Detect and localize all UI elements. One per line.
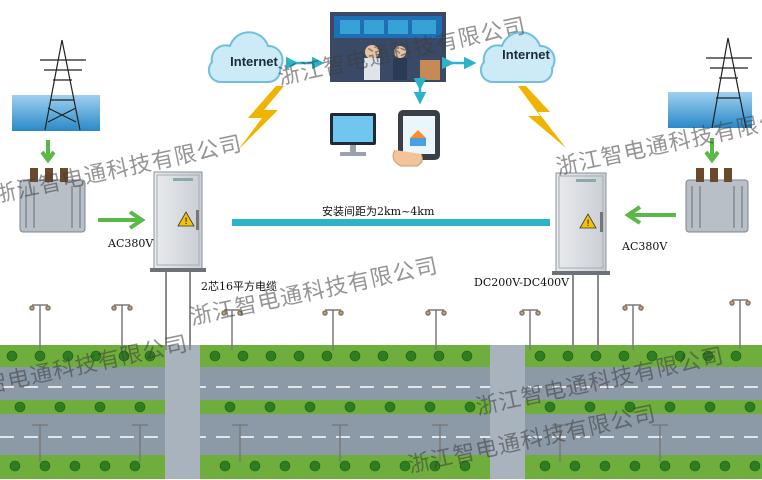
svg-text:!: ! <box>586 219 590 229</box>
left-power-tower-icon <box>12 39 100 131</box>
right-down-arrow-icon <box>704 138 720 164</box>
cable-lines <box>165 268 599 350</box>
road-area <box>0 345 762 479</box>
left-power-cabinet: ! <box>150 171 206 272</box>
right-transformer-icon <box>685 168 749 233</box>
cloud-right-label: Internet <box>502 47 550 62</box>
cloud-left: Internet <box>207 31 284 84</box>
control-room-photo <box>330 12 446 82</box>
svg-text:!: ! <box>184 217 188 227</box>
left-ac-arrow-icon <box>98 210 146 230</box>
dc-range-label: DC200V-DC400V <box>474 276 570 289</box>
street-lamps <box>29 299 751 462</box>
right-power-tower-icon <box>668 37 752 129</box>
ac-left-label: AC380V <box>108 237 154 250</box>
monitor-icon <box>330 113 376 156</box>
left-down-arrow-icon <box>40 140 56 164</box>
right-ac-arrow-icon <box>624 205 676 225</box>
distance-connection-bar <box>232 219 550 226</box>
distance-label: 安装间距为2km~4km <box>322 205 435 218</box>
right-power-cabinet: ! <box>552 172 610 275</box>
left-transformer-icon <box>19 168 86 233</box>
cloud-left-label: Internet <box>230 54 278 69</box>
lightning-right-icon <box>518 86 566 148</box>
cable-spec-label: 2芯16平方电缆 <box>201 280 277 293</box>
ac-right-label: AC380V <box>622 240 668 253</box>
tablet-hand-icon <box>392 110 440 167</box>
lightning-left-icon <box>238 86 284 150</box>
cloud-right: Internet <box>479 31 556 84</box>
